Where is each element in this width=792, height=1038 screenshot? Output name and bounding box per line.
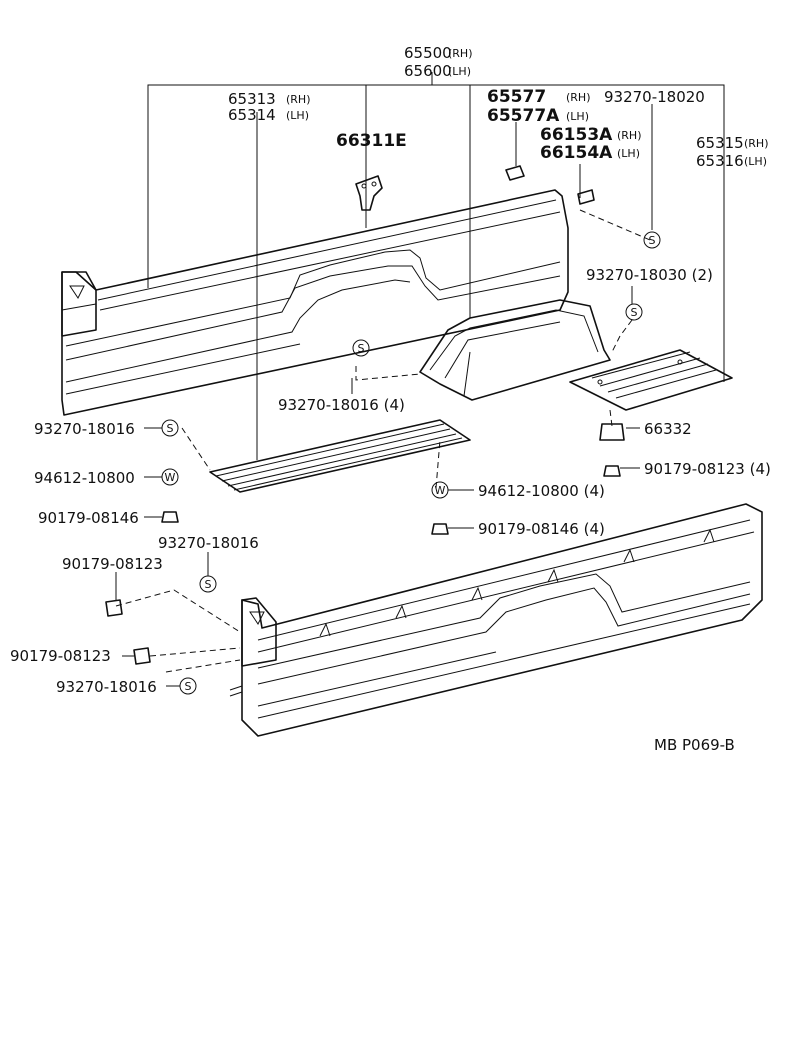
label-66154A: 66154A	[540, 143, 613, 163]
screw-glyph: S	[205, 578, 212, 591]
label-65315: 65315	[696, 134, 744, 152]
screw-symbol-18020	[643, 231, 661, 249]
screw-glyph: S	[185, 680, 192, 693]
label-66153A-tag: (RH)	[617, 129, 642, 142]
nut-08123-b	[133, 647, 151, 665]
label-65600-tag: (LH)	[448, 65, 471, 78]
label-90179-08123-a: 90179-08123	[62, 555, 163, 573]
floor-strip	[209, 419, 471, 493]
label-94612-10800-4: 94612-10800 (4)	[478, 482, 605, 500]
clip-65577	[505, 165, 525, 181]
screw-glyph: S	[167, 422, 174, 435]
label-65577-tag: (RH)	[566, 91, 591, 104]
part-labels: 65500 (RH) 65600 (LH) 65313 (RH) 65314 (…	[10, 44, 771, 754]
nut-08146-a	[161, 511, 179, 523]
label-90179-08123-4: 90179-08123 (4)	[644, 460, 771, 478]
label-93270-18020: 93270-18020	[604, 88, 705, 106]
fastener-symbols: S S S S W W S S	[161, 231, 661, 695]
nut-08123-4	[603, 465, 621, 477]
nut-08146-4	[431, 523, 449, 535]
lower-side-panel	[229, 503, 763, 737]
nut-08123-a	[105, 599, 123, 617]
label-65314: 65314	[228, 106, 276, 124]
washer-glyph: W	[435, 484, 446, 497]
label-66153A: 66153A	[540, 125, 613, 145]
bracket-66311E	[355, 175, 383, 211]
label-94612-10800-a: 94612-10800	[34, 469, 135, 487]
screw-symbol-18030	[625, 303, 643, 321]
label-65500-tag: (RH)	[448, 47, 473, 60]
label-93270-18016-c: 93270-18016	[56, 678, 157, 696]
label-65577A-tag: (LH)	[566, 110, 589, 123]
label-65600: 65600	[404, 62, 452, 80]
label-65313-tag: (RH)	[286, 93, 311, 106]
label-ticks	[115, 286, 640, 687]
screw-glyph: S	[358, 342, 365, 355]
bracket-66153A	[577, 189, 595, 205]
diagram-reference: MB P069-B	[654, 736, 735, 754]
label-65316: 65316	[696, 152, 744, 170]
label-93270-18016-b: 93270-18016	[158, 534, 259, 552]
label-65577A: 65577A	[487, 106, 560, 126]
rear-floor-plate	[569, 349, 733, 411]
screw-glyph: S	[649, 234, 656, 247]
label-66332: 66332	[644, 420, 692, 438]
label-93270-18016-4: 93270-18016 (4)	[278, 396, 405, 414]
label-65577: 65577	[487, 87, 546, 107]
nut-parts	[105, 423, 625, 665]
label-66154A-tag: (LH)	[617, 147, 640, 160]
label-90179-08146-4: 90179-08146 (4)	[478, 520, 605, 538]
label-65313: 65313	[228, 90, 276, 108]
label-90179-08123-b: 90179-08123	[10, 647, 111, 665]
grommet-66332	[599, 423, 625, 441]
label-65314-tag: (LH)	[286, 109, 309, 122]
label-93270-18016-a: 93270-18016	[34, 420, 135, 438]
label-65316-tag: (LH)	[744, 155, 767, 168]
washer-glyph: W	[165, 471, 176, 484]
label-93270-18030: 93270-18030 (2)	[586, 266, 713, 284]
label-66311E: 66311E	[336, 131, 407, 151]
label-65315-tag: (RH)	[744, 137, 769, 150]
dashed-leaders	[115, 209, 651, 673]
upper-side-panel	[61, 189, 569, 416]
wheel-arch-insert	[419, 299, 611, 401]
label-90179-08146-a: 90179-08146	[38, 509, 139, 527]
screw-symbol-18016-4	[352, 339, 370, 357]
screw-glyph: S	[631, 306, 638, 319]
label-65500: 65500	[404, 44, 452, 62]
top-bracket-leader	[147, 72, 725, 460]
